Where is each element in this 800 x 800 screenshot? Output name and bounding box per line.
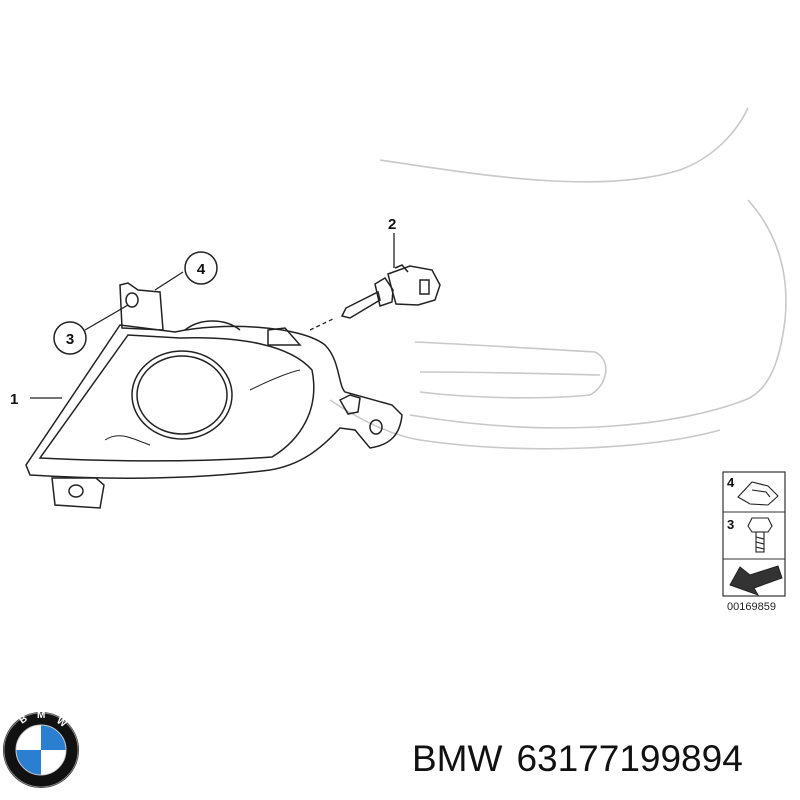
part-caption: BMW 63177199894 [412,738,743,780]
logo-letter-m: M [37,710,45,721]
diagram-code: 00169859 [727,601,776,613]
legend-item-number: 4 [727,475,735,490]
leader-lines [30,233,395,399]
brand-name: BMW [412,738,503,779]
bmw-logo-icon: B M W [3,710,79,788]
legend-item-number: 3 [727,517,734,532]
callout-4: 4 [197,261,206,278]
callout-1: 1 [10,391,18,408]
bumper-outline [329,107,787,450]
bulb-icon [340,264,441,319]
arrow-icon [729,565,783,596]
callout-3: 3 [66,331,74,348]
part-number: 63177199894 [516,738,743,779]
callout-3-circle [53,321,87,355]
fog-lamp-housing [25,282,403,509]
legend-box: 4 3 00169859 [722,471,786,613]
clip-nut-icon [737,481,779,506]
screw-icon [747,517,773,553]
callout-4-circle [184,251,218,285]
callout-2: 2 [388,216,396,233]
